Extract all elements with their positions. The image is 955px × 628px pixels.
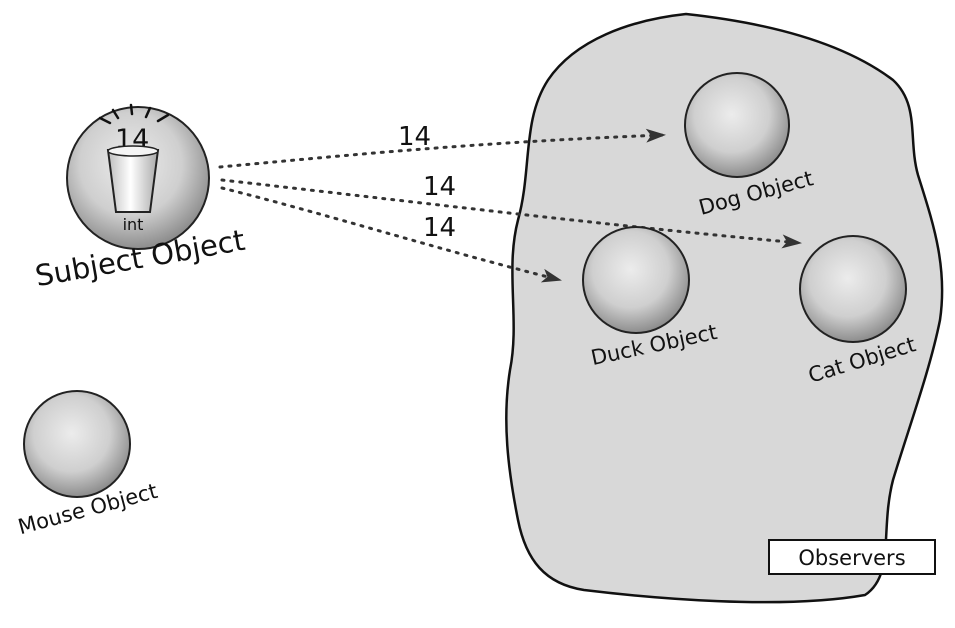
message-value-duck: 14: [423, 213, 456, 243]
message-value-cat: 14: [423, 172, 456, 202]
message-arrow-to-duck: [220, 186, 562, 283]
observers-label-box: Observers: [768, 539, 936, 575]
mouse-object: Mouse Object: [15, 390, 160, 539]
sparkle-icon: [98, 103, 170, 125]
subject-var-type: int: [123, 215, 144, 234]
message-value-dog: 14: [398, 122, 431, 152]
observers-region: [505, 12, 944, 604]
message-arrow-to-dog: [218, 128, 666, 169]
cup-icon: [106, 145, 160, 213]
observers-label: Observers: [798, 546, 905, 570]
message-arrow-to-cat: [220, 178, 802, 249]
subject-object: 14 int Subject Object: [33, 103, 247, 293]
